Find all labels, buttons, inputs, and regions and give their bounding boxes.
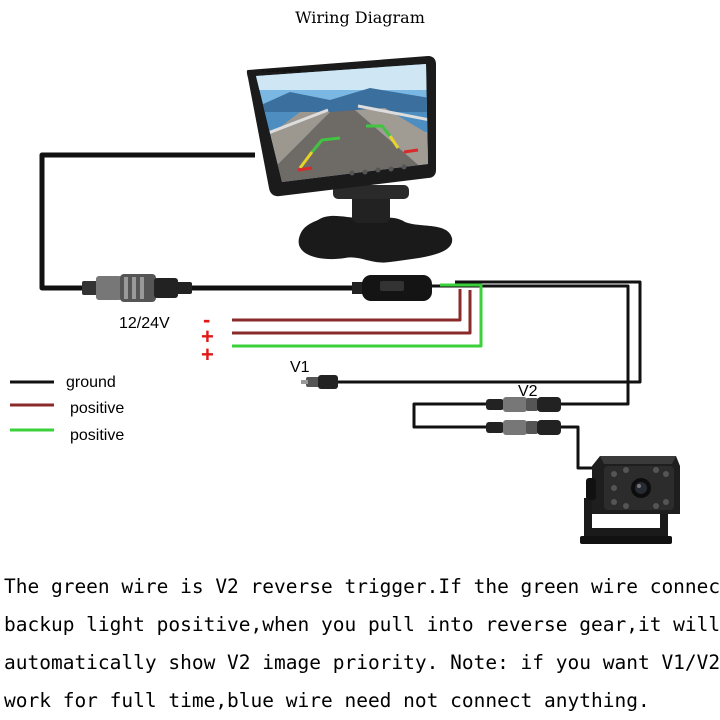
aviation-connector (82, 274, 192, 302)
note-line: work for full time,blue wire need not co… (4, 689, 650, 712)
backup-camera (580, 456, 680, 544)
monitor-screen-text: 7" COLOR MONITOR (262, 68, 301, 73)
note-line: backup light positive,when you pull into… (4, 613, 720, 636)
monitor-stand-base (298, 215, 453, 263)
green-wire (232, 283, 483, 348)
monitor-stand-bracket (333, 185, 409, 199)
legend-label-positive-red: positive (70, 400, 124, 417)
monitor: 7" COLOR MONITOR (246, 56, 453, 263)
monitor-buttons (349, 164, 407, 176)
legend-label-positive-green: positive (70, 427, 124, 444)
legend-label-ground: ground (66, 374, 116, 391)
red-wire-2 (232, 290, 472, 335)
monitor-cable (39, 152, 255, 291)
voltage-label: 12/24V (119, 315, 170, 332)
description-note: The green wire is V2 reverse trigger.If … (4, 568, 720, 720)
power-plus-symbol-1: + (201, 324, 214, 349)
camera-cable (560, 425, 592, 470)
v2-label: V2 (518, 383, 538, 400)
power-plus-symbol-2: + (201, 342, 214, 367)
v1-connector (301, 375, 338, 389)
note-line: The green wire is V2 reverse trigger.If … (4, 575, 720, 598)
v2-connector-upper (486, 397, 561, 412)
power-minus-symbol: - (203, 307, 210, 332)
wires (39, 152, 642, 470)
note-line: automatically show V2 image priority. No… (4, 651, 720, 674)
junction-box (352, 275, 432, 301)
legend: ground positive positive (10, 374, 124, 444)
v2-split-left (412, 402, 500, 429)
diagram-title: Wiring Diagram (295, 8, 425, 27)
wiring-diagram: 7" COLOR MONITOR (10, 56, 680, 544)
v2-connector-lower (486, 420, 561, 435)
v1-label: V1 (290, 359, 310, 376)
red-wire-1 (232, 289, 462, 322)
v1-cable (335, 280, 642, 384)
v2-cable (455, 284, 630, 406)
